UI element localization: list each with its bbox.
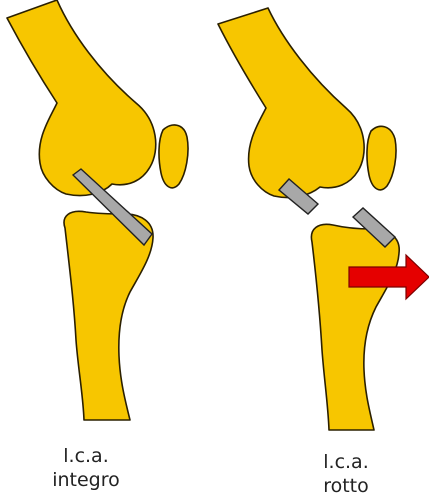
right-knee-torn	[218, 8, 429, 430]
right-tibia	[311, 224, 399, 430]
left-caption-line1: l.c.a.	[31, 444, 141, 468]
right-caption-line2: rotto	[291, 474, 401, 498]
right-caption-line1: l.c.a.	[291, 450, 401, 474]
left-knee-intact	[7, 0, 188, 420]
right-patella	[367, 126, 396, 189]
left-patella	[159, 125, 188, 188]
left-femur	[7, 0, 156, 196]
right-femur	[218, 8, 364, 198]
left-tibia	[64, 211, 153, 420]
left-caption: l.c.a. integro	[31, 444, 141, 492]
left-caption-line2: integro	[31, 468, 141, 492]
right-caption: l.c.a. rotto	[291, 450, 401, 498]
